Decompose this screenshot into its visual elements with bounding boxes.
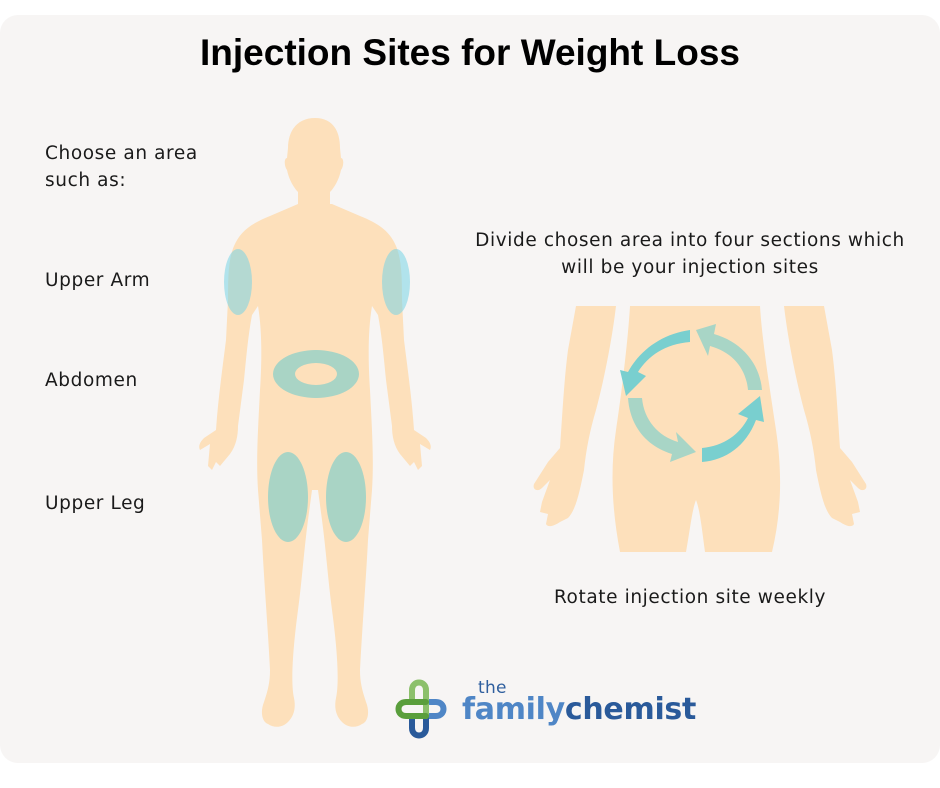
- hips-illustration: [533, 306, 867, 552]
- heart-cross-logo-icon: [395, 679, 447, 739]
- upper-leg-site-right: [326, 452, 366, 542]
- abdomen-site-ring: [273, 350, 359, 398]
- logo-wordmark: familychemist: [462, 692, 696, 727]
- upper-arm-label: Upper Arm: [45, 270, 151, 291]
- logo-the-text: the: [478, 678, 507, 698]
- infographic-card: [0, 15, 940, 763]
- upper-arm-site-left: [224, 249, 252, 315]
- divide-instruction-text: Divide chosen area into four sections wh…: [475, 230, 905, 278]
- upper-arm-site-right: [382, 249, 410, 315]
- logo-family-text: family: [462, 692, 565, 727]
- upper-leg-label: Upper Leg: [45, 493, 146, 514]
- upper-leg-site-left: [268, 452, 308, 542]
- logo-chemist-text: chemist: [564, 692, 697, 727]
- rotation-arrows-icon: [620, 324, 764, 462]
- body-figure-illustration: [199, 118, 431, 727]
- abdomen-label: Abdomen: [45, 370, 138, 391]
- page-title: Injection Sites for Weight Loss: [200, 32, 740, 73]
- rotate-weekly-text: Rotate injection site weekly: [553, 587, 827, 608]
- family-chemist-logo: the familychemist: [392, 674, 696, 744]
- intro-text: Choose an area such as:: [45, 143, 198, 191]
